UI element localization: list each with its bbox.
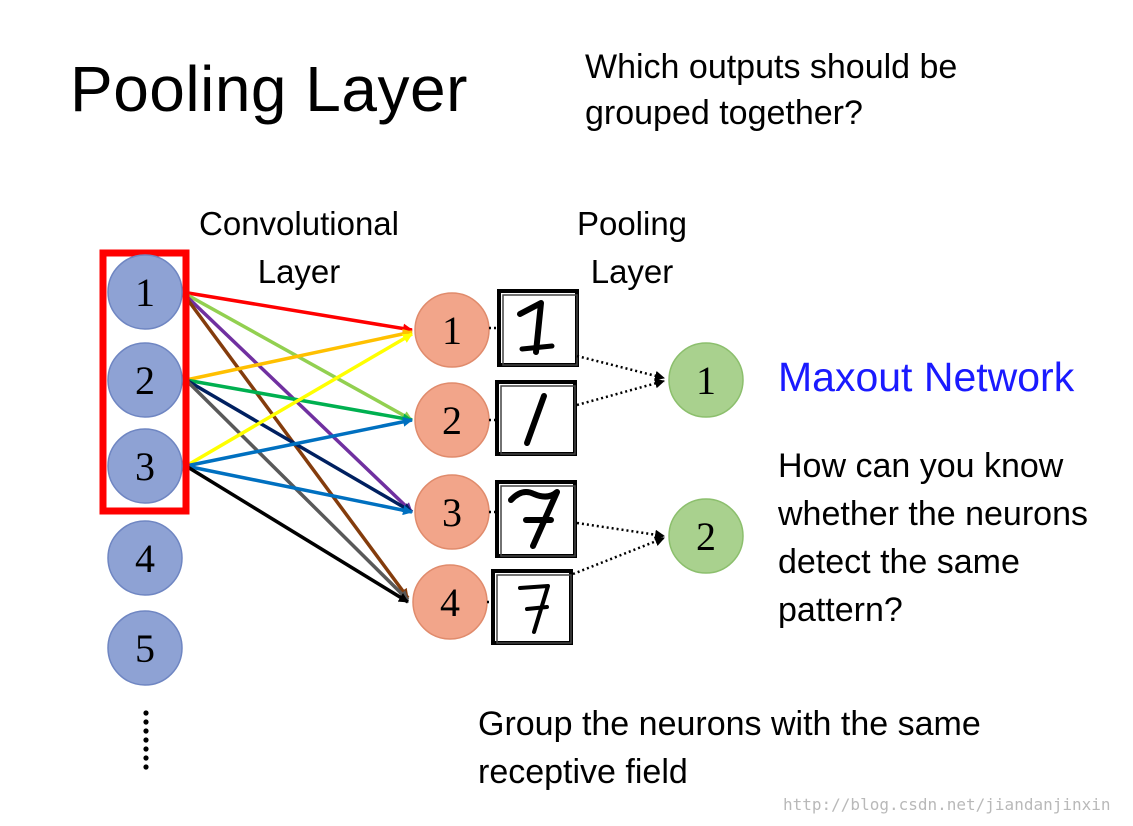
digit-7-thin-icon — [518, 584, 550, 634]
arrow-in1-conv1 — [181, 290, 413, 334]
digit-1-icon — [517, 300, 555, 355]
digit-image-1 — [497, 289, 579, 367]
how-can-you-know-text: How can you know whether the neurons det… — [778, 442, 1088, 634]
dotted-arrows — [572, 354, 665, 576]
input-neuron-2-label: 2 — [135, 358, 155, 403]
digit-image-3 — [495, 480, 577, 558]
dotted-arrow-img3-max2 — [576, 521, 665, 540]
conv-neuron-4: 4 — [412, 564, 488, 640]
conv-neuron-4-label: 4 — [440, 580, 460, 625]
maxout-neuron-2-label: 2 — [696, 514, 716, 559]
watermark: http://blog.csdn.net/jiandanjinxin — [783, 795, 1111, 814]
input-neuron-4-label: 4 — [135, 536, 155, 581]
vertical-ellipsis-icon — [143, 710, 149, 770]
conv-neurons: 1 2 3 4 — [412, 292, 490, 640]
input-neuron-2: 2 — [107, 342, 183, 418]
input-neuron-3: 3 — [107, 428, 183, 504]
question-line-2: grouped together? — [585, 94, 863, 132]
receptive-field-highlight-box — [99, 249, 190, 515]
input-neuron-3-label: 3 — [135, 444, 155, 489]
conv-neuron-2-label: 2 — [442, 398, 462, 443]
group-line-2: receptive field — [478, 753, 688, 791]
arrow-in3-conv2 — [185, 416, 413, 468]
conv-neuron-3-label: 3 — [442, 490, 462, 535]
arrow-in2-conv3 — [185, 378, 413, 514]
digit-image-2 — [495, 380, 577, 456]
page-title: Pooling Layer — [70, 53, 468, 125]
connection-arrows — [180, 290, 414, 604]
convolutional-layer-label: Convolutional Layer — [186, 200, 412, 296]
dotted-arrow-img2-max1 — [576, 378, 665, 407]
digit-1-slanted-icon — [524, 393, 547, 446]
maxout-network-label: Maxout Network — [778, 354, 1075, 400]
conv-label-line-1: Convolutional — [199, 205, 399, 242]
arrow-in3-conv1 — [185, 332, 413, 468]
input-neurons: 1 2 3 4 5 — [107, 254, 183, 686]
know-line-1: How can you know — [778, 447, 1064, 485]
group-neurons-text: Group the neurons with the same receptiv… — [478, 700, 981, 796]
digit-image-4 — [491, 569, 573, 645]
arrow-in2-conv1 — [185, 328, 413, 382]
pool-label-line-2: Layer — [590, 253, 674, 290]
dotted-arrow-img4-max2 — [572, 536, 665, 576]
question-line-1: Which outputs should be — [585, 48, 958, 86]
know-line-2: whether the neurons — [778, 495, 1088, 533]
conv-neuron-1-label: 1 — [442, 308, 462, 353]
maxout-neuron-2: 2 — [668, 498, 744, 574]
conv-label-line-2: Layer — [257, 253, 341, 290]
pooling-layer-label: Pooling Layer — [560, 200, 704, 296]
conv-neuron-1: 1 — [414, 292, 490, 368]
digit-7-icon — [508, 489, 560, 549]
dotted-arrow-img1-max1 — [576, 354, 665, 381]
know-line-4: pattern? — [778, 591, 903, 629]
group-line-1: Group the neurons with the same — [478, 705, 981, 743]
maxout-neuron-1-label: 1 — [696, 358, 716, 403]
arrow-in3-conv4 — [185, 464, 409, 604]
dotted-stubs — [487, 326, 499, 604]
conv-neuron-2: 2 — [414, 382, 490, 458]
arrow-in3-conv3 — [185, 464, 413, 516]
conv-neuron-3: 3 — [414, 474, 490, 550]
know-line-3: detect the same — [778, 543, 1020, 581]
maxout-neurons: 1 2 — [668, 342, 744, 574]
input-neuron-4: 4 — [107, 520, 183, 596]
input-neuron-5-label: 5 — [135, 626, 155, 671]
question-text: Which outputs should be grouped together… — [585, 44, 957, 136]
pool-label-line-1: Pooling — [576, 205, 688, 242]
input-neuron-1-label: 1 — [135, 270, 155, 315]
maxout-neuron-1: 1 — [668, 342, 744, 418]
input-neuron-1: 1 — [107, 254, 183, 330]
input-neuron-5: 5 — [107, 610, 183, 686]
